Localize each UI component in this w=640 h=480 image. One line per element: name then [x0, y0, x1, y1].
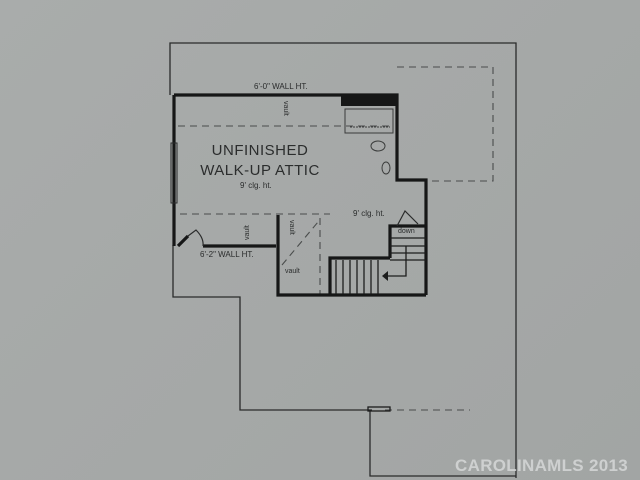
stair-down-label: down [398, 228, 415, 235]
vault-label: vault [285, 268, 300, 275]
door-swings [187, 210, 419, 247]
bath-fixtures [344, 108, 394, 175]
room-title: UNFINISHED WALK-UP ATTIC [200, 141, 320, 181]
bottom-wall-height-label: 6'-2" WALL HT. [200, 250, 254, 259]
watermark: CAROLINAMLS 2013 [455, 456, 628, 475]
stairs [335, 237, 426, 294]
threshold [367, 406, 391, 412]
attic-ceiling-height: 9' clg. ht. [240, 181, 272, 190]
stair-arrow-icon [382, 271, 388, 281]
vault-label: vault [282, 101, 289, 116]
landing-ceiling-height: 9' clg. ht. [353, 209, 385, 218]
top-wall-height-label: 6'-0" WALL HT. [254, 82, 308, 91]
dashed-lines [178, 66, 494, 411]
walls [172, 93, 428, 297]
room-title-line1: UNFINISHED [211, 142, 309, 159]
bath-wall-block [341, 94, 397, 106]
window [170, 142, 178, 204]
vault-label: vault [288, 220, 295, 235]
outer-outline [169, 42, 517, 478]
vault-label: vault [244, 225, 251, 240]
room-title-line2: WALK-UP ATTIC [200, 162, 320, 179]
